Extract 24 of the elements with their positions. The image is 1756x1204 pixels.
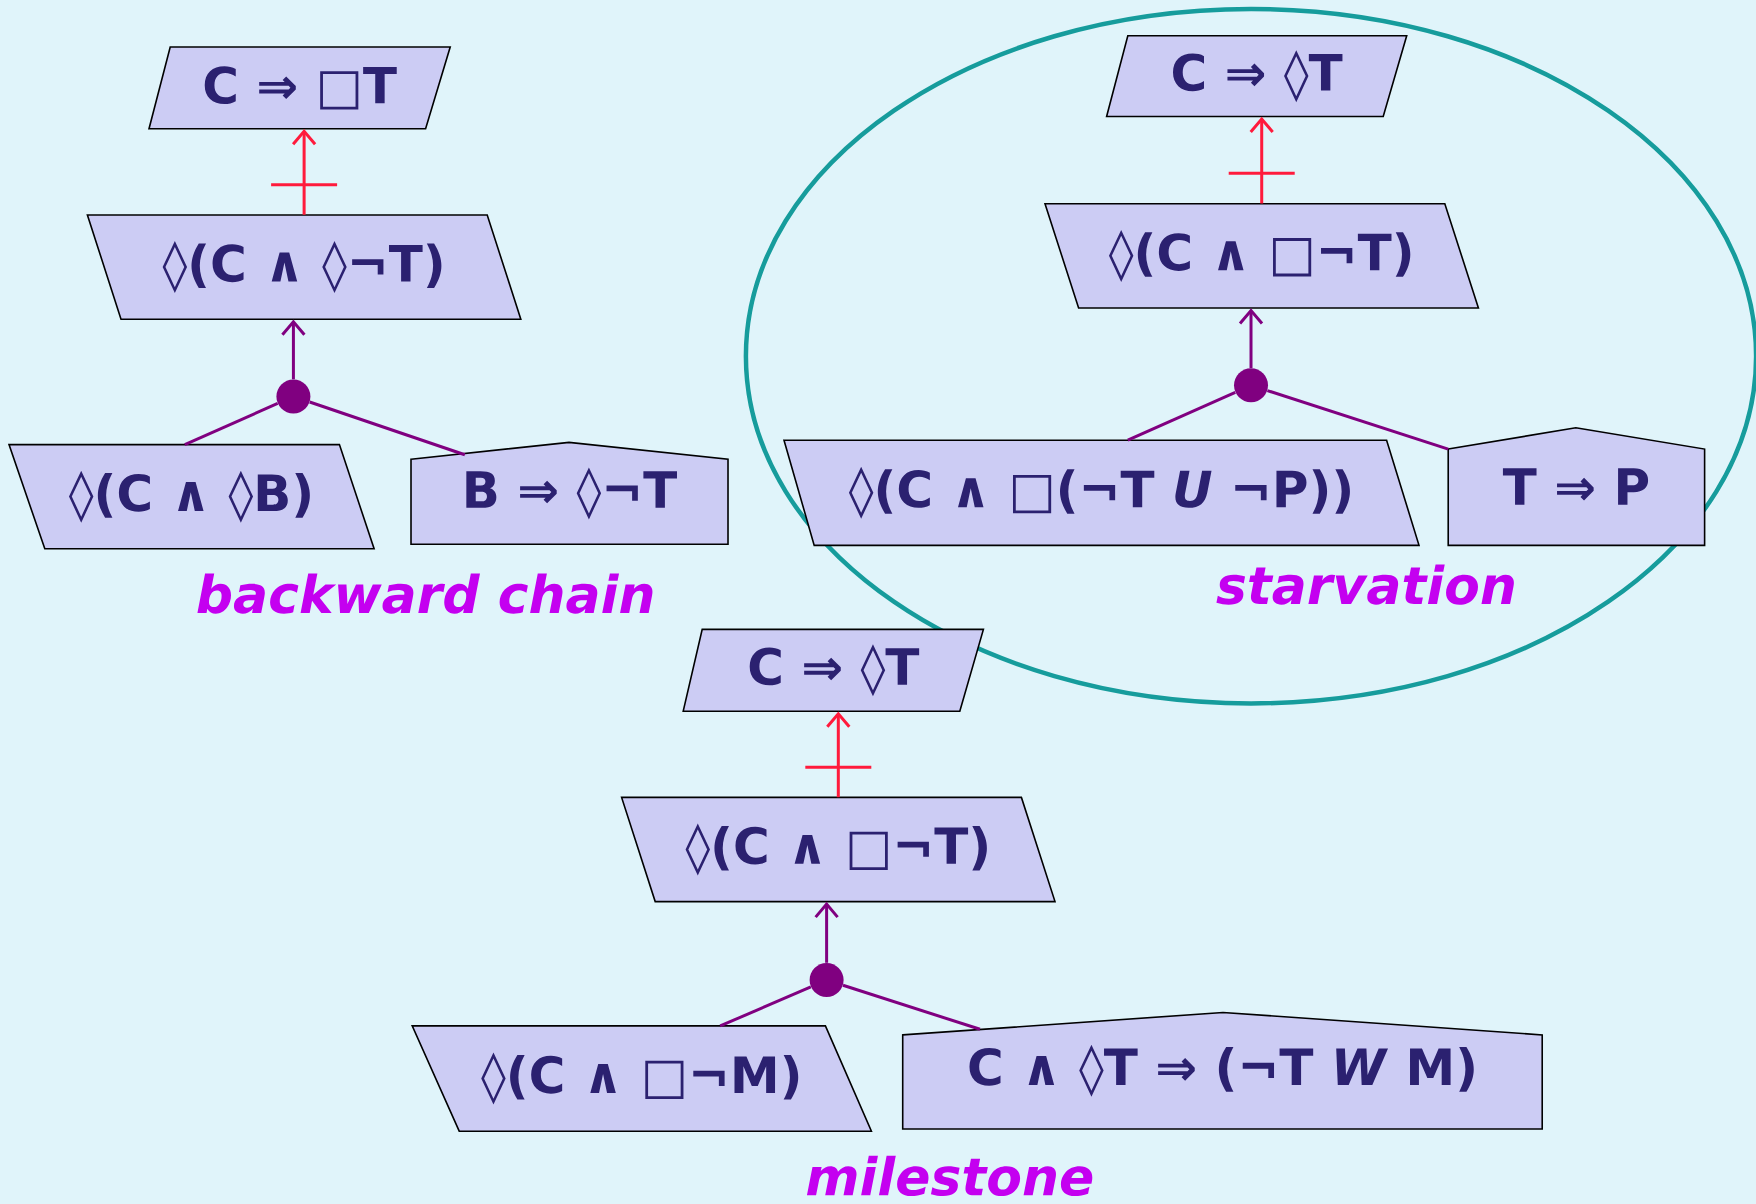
connector-line — [719, 985, 812, 1028]
junction-dot — [809, 963, 844, 997]
connector-line — [1266, 389, 1449, 451]
junction-dot — [276, 379, 311, 414]
connector-line — [309, 400, 466, 457]
formula-parallelogram: ◊(C ∧ ◊¬T) — [86, 214, 522, 320]
formula-parallelogram: C ⇒ ◊T — [682, 628, 985, 712]
connector-line — [1127, 390, 1236, 442]
formula-box: B ⇒ ◊¬T — [410, 441, 729, 546]
junction-dot — [1234, 368, 1268, 403]
connector-line — [842, 983, 981, 1031]
formula-parallelogram: C ⇒ ◊T — [1105, 35, 1408, 118]
arrow — [281, 319, 306, 380]
group-caption: backward chain — [197, 573, 653, 614]
formula-box: T ⇒ P — [1447, 426, 1706, 547]
crossed-arrow — [1227, 116, 1297, 206]
arrow — [814, 901, 839, 963]
group-caption: milestone — [806, 1155, 1093, 1197]
formula-parallelogram: ◊(C ∧ □¬T) — [620, 796, 1057, 903]
connector-line — [184, 402, 279, 446]
crossed-arrow — [269, 129, 339, 217]
arrow — [1238, 308, 1264, 369]
crossed-arrow — [803, 711, 873, 799]
group-caption: starvation — [1216, 564, 1514, 605]
